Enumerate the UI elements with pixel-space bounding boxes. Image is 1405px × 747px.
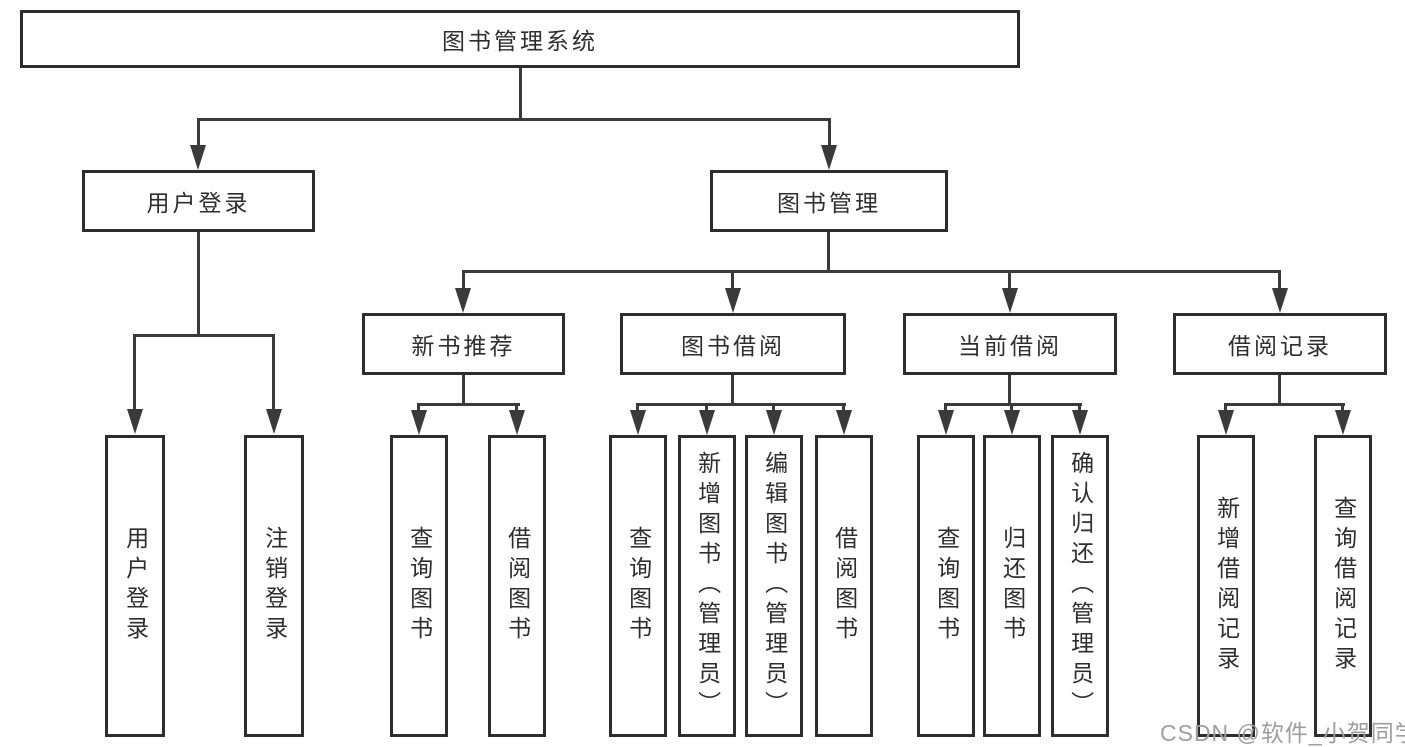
edge-book-mgmt-stem [827,232,830,273]
node-leaf-user-login: 用户登录 [105,435,165,737]
edge-stub [197,121,200,147]
edge-stub [272,337,275,411]
edge-stub [828,121,831,147]
arrowhead-down-icon [127,409,143,434]
edge-borrow-record-stem [1278,375,1281,406]
edge-user-login-stem [197,232,200,337]
edge-stub [133,337,136,411]
node-leaf-query-books-current: 查询图书 [917,435,975,737]
node-user-login: 用户登录 [82,170,315,232]
node-book-management: 图书管理 [710,170,948,232]
edge-book-borrow-stem [731,375,734,406]
edge-stub [462,273,465,290]
edge-stub [417,406,420,412]
arrowhead-down-icon [266,409,282,434]
node-leaf-logout: 注销登录 [244,435,304,737]
node-leaf-borrow-books: 借阅图书 [815,435,873,737]
node-borrowing-records: 借阅记录 [1173,313,1387,375]
arrowhead-down-icon [411,410,427,435]
arrowhead-down-icon [938,410,954,435]
arrowhead-down-icon [509,410,525,435]
arrowhead-down-icon [699,410,715,435]
node-current-borrowing: 当前借阅 [903,313,1117,375]
edge-stub [515,406,518,412]
node-leaf-query-borrow-record: 查询借阅记录 [1314,435,1372,737]
node-library-management-system: 图书管理系统 [20,10,1020,68]
edge-stub [705,406,708,412]
csdn-watermark: CSDN @软件_小贺同学 [1160,720,1405,746]
edge-current-borrow-stem [1008,375,1011,406]
arrowhead-down-icon [1272,288,1288,313]
arrowhead-down-icon [455,288,471,313]
node-leaf-borrow-books-recommend: 借阅图书 [488,435,546,737]
edge-root-stem [519,68,522,120]
node-book-borrowing: 图书借阅 [620,313,846,375]
edge-stub [944,406,947,412]
edge-stub [1010,406,1013,412]
node-leaf-query-books-recommend: 查询图书 [390,435,448,737]
arrowhead-down-icon [190,145,206,170]
edge-stub [772,406,775,412]
edge-stub [842,406,845,412]
arrowhead-down-icon [1004,410,1020,435]
arrowhead-down-icon [836,410,852,435]
arrowhead-down-icon [1218,410,1234,435]
node-leaf-add-borrow-record: 新增借阅记录 [1197,435,1255,737]
arrowhead-down-icon [766,410,782,435]
edge-borrow-record-branch [1224,403,1345,406]
arrowhead-down-icon [1335,410,1351,435]
edge-stub [636,406,639,412]
node-leaf-return-books: 归还图书 [983,435,1041,737]
edge-current-borrow-branch [944,403,1082,406]
edge-stub [1008,273,1011,290]
node-leaf-confirm-return-admin: 确认归还（管理员） [1051,435,1109,737]
arrowhead-down-icon [1002,288,1018,313]
edge-stub [731,273,734,290]
node-leaf-query-books-borrow: 查询图书 [609,435,667,737]
edge-new-book-branch [417,403,520,406]
edge-new-book-stem [462,375,465,406]
node-leaf-add-books-admin: 新增图书（管理员） [678,435,736,737]
node-leaf-edit-books-admin: 编辑图书（管理员） [745,435,803,737]
arrowhead-down-icon [1072,410,1088,435]
edge-stub [1078,406,1081,412]
arrowhead-down-icon [725,288,741,313]
edge-stub [1341,406,1344,412]
edge-user-login-branch [133,334,275,337]
edge-stub [1278,273,1281,290]
edge-stub [1224,406,1227,412]
arrowhead-down-icon [630,410,646,435]
edge-book-borrow-branch [636,403,846,406]
arrowhead-down-icon [821,145,837,170]
edge-book-mgmt-branch [462,270,1281,273]
node-new-book-recommend: 新书推荐 [362,313,565,375]
edge-root-branch [197,118,831,121]
